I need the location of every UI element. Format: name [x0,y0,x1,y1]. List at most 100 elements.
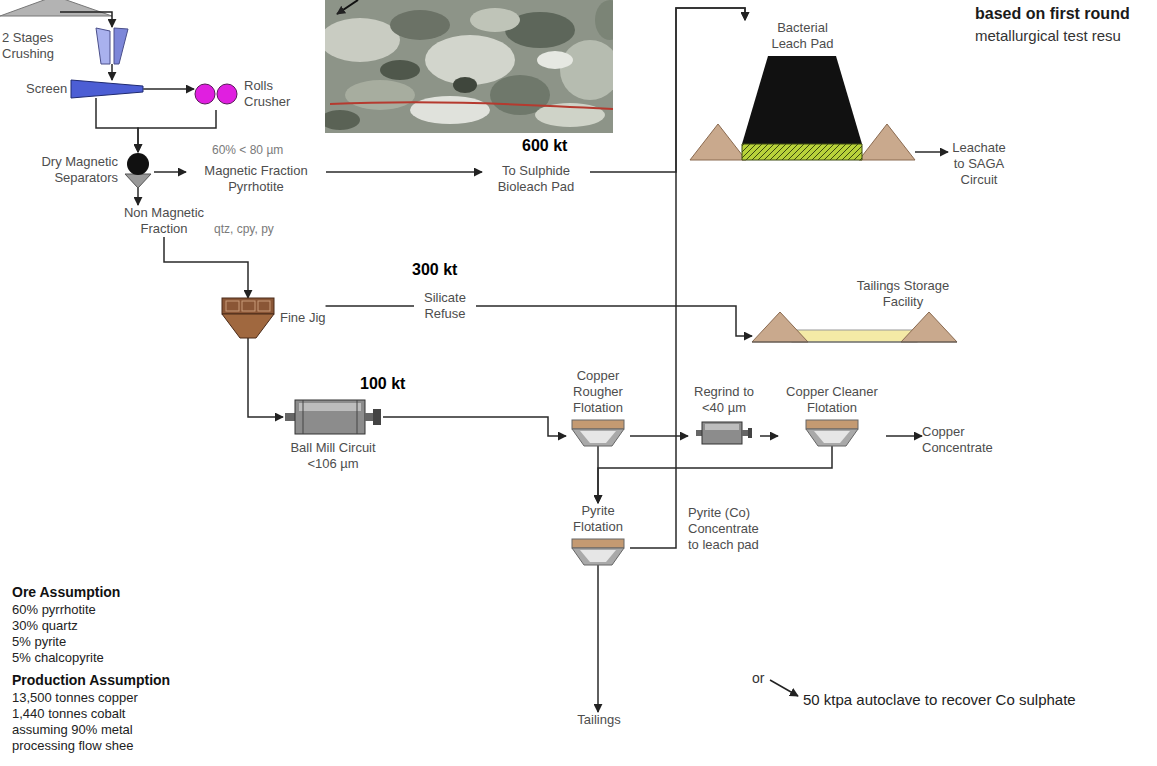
assumption-heading: Ore Assumption [12,584,120,600]
flow-line [96,98,138,152]
flow-line [760,435,778,437]
dam-wall [901,312,957,342]
assumption-line: 5% pyrite [12,634,66,650]
rolls-icon [194,83,238,105]
crusher-jaw [114,28,128,64]
mill-drive [748,428,752,438]
assumption-line: 60% pyrrhotite [12,602,96,618]
pad-liner [742,144,862,160]
rock-texture [345,80,415,110]
jig-cell [242,301,255,311]
flow-line [598,446,832,503]
node-label: To Sulphide Bioleach Pad [482,163,590,195]
cell-icon [806,420,858,446]
product-box: Copper Concentrate [922,424,1004,456]
node-label: Copper Rougher Flotation [566,368,630,416]
leach-pad: Bacterial Leach Pad [690,20,915,162]
pad-berm [690,124,746,160]
rock-texture [470,8,520,32]
alternative-arrow [770,680,798,696]
crusher-icon [96,28,128,64]
flow-line [137,188,139,205]
cell-icon [572,539,624,565]
cell-tank [806,429,858,446]
jig-unit: Fine Jig [222,298,326,338]
assumption-line: 5% chalcopyrite [12,650,104,666]
flow-line [630,8,745,548]
node-label: Magnetic Fraction Pyrrhotite [186,163,326,195]
pad-icon [690,54,915,162]
mill-trunnion [696,430,702,436]
product-box: Leachate to SAGA Circuit [948,140,1010,188]
ore-stockpile [0,0,112,16]
cell-froth [572,420,624,429]
stream-box: Magnetic Fraction Pyrrhotite [186,163,326,195]
flow-line [383,417,566,436]
assumption-line: 13,500 tonnes copper [12,690,138,706]
flow-line [597,565,599,712]
separator-drum [127,153,149,175]
node-label: Leachate to SAGA Circuit [948,140,1010,188]
node-note: qtz, cpy, py [214,221,274,237]
mill-shell [702,422,742,444]
assumption-heading: Production Assumption [12,672,170,688]
jig-bed [222,298,274,314]
cell-inner [580,550,616,562]
mill-highlight [299,403,361,411]
mill-trunnion [742,430,748,436]
tonnage-label: 300 kt [412,262,457,278]
crusher-unit: 2 Stages Crushing [2,28,128,64]
product-box: Tailings [574,712,624,728]
ground-line [752,342,957,343]
node-label: Fine Jig [280,310,326,326]
rolls-crusher-unit: Rolls Crusher [194,78,300,110]
cell-tank [572,548,624,565]
assumption-line: 30% quartz [12,618,78,634]
stream-box: To Sulphide Bioleach Pad [482,163,590,195]
cell-inner [580,431,616,443]
tsf-icon [752,310,957,342]
rock-texture [425,35,515,85]
rock-texture [560,40,613,100]
node-label: Bacterial Leach Pad [763,20,843,52]
stream-label: Pyrite (Co) Concentrate to leach pad [688,505,770,553]
mill-shell [295,400,365,434]
pad-berm [859,124,915,160]
flow-line [886,435,922,437]
flow-line [915,151,948,153]
cell-froth [572,539,624,548]
slide-subheading: metallurgical test resu [975,28,1121,44]
roll [217,84,237,104]
node-label: Tailings [574,712,624,728]
dam-wall [752,312,808,342]
flow-line [154,171,186,173]
node-label: Rolls Crusher [244,78,300,110]
rock-texture [410,96,490,124]
cell-icon [572,420,624,446]
sep-icon [122,152,154,188]
flow-line [597,446,599,503]
node-label: Copper Cleaner Flotation [778,384,886,416]
ore-heap [742,56,862,144]
flow-line [111,64,113,80]
node-label: Tailings Storage Facility [849,278,957,310]
rock-texture [595,0,613,40]
mill-icon [285,398,381,436]
flow-line [630,435,688,437]
ball-mill: Ball Mill Circuit <106 µm [283,398,383,472]
cell-tank [572,429,624,446]
jig-hutch [222,314,274,338]
flow-line [326,306,752,336]
particle-size-note: 60% < 80 µm [212,142,283,158]
cell-froth [806,420,858,429]
flotation-cell: Copper Cleaner Flotation [778,368,886,446]
screen-deck [71,80,143,98]
tailings-facility: Tailings Storage Facility [752,278,957,342]
roll [195,84,215,104]
flow-line [248,338,283,417]
mill-ring [357,400,358,434]
jig-cell [258,301,270,311]
core-mark [330,102,613,109]
mill-trunnion [285,413,295,421]
